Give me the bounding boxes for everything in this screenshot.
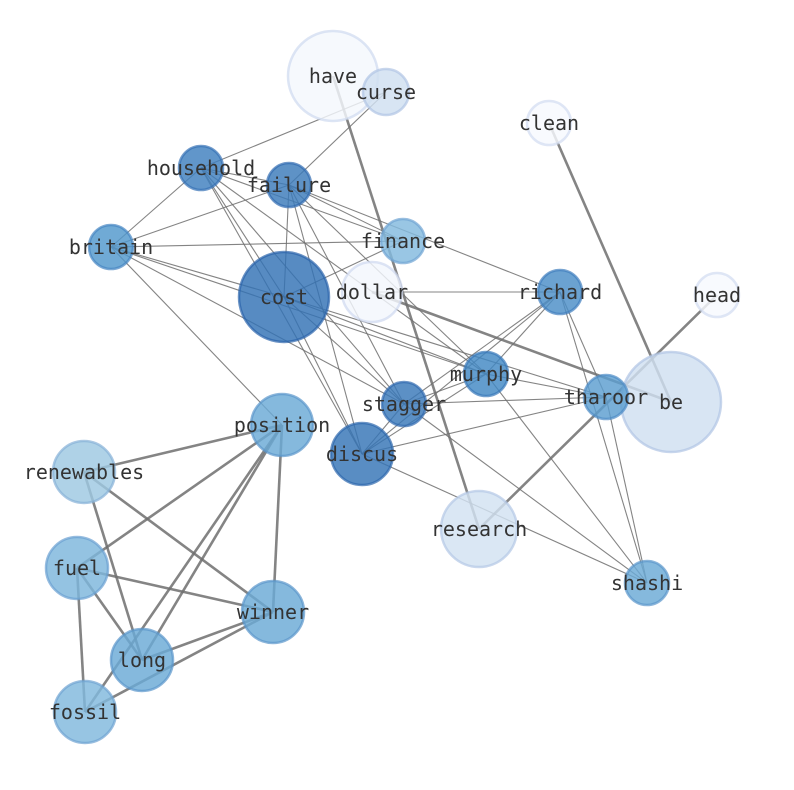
node-richard[interactable] xyxy=(536,268,584,316)
node-label-murphy: murphy xyxy=(450,362,522,386)
edge-failure-britain xyxy=(110,184,290,248)
edge-discus-tharoor xyxy=(361,396,607,455)
node-tharoor[interactable] xyxy=(582,373,630,421)
edge-strong-renewables-long xyxy=(82,471,144,661)
node-label-richard: richard xyxy=(518,280,602,304)
node-label-fossil: fossil xyxy=(49,700,121,724)
node-long[interactable] xyxy=(109,627,175,693)
node-label-shashi: shashi xyxy=(611,571,683,595)
node-winner[interactable] xyxy=(240,579,306,645)
node-fuel[interactable] xyxy=(44,535,110,601)
node-label-research: research xyxy=(431,517,527,541)
node-curse[interactable] xyxy=(361,67,411,117)
node-label-curse: curse xyxy=(356,80,416,104)
node-label-have: have xyxy=(309,64,357,88)
node-label-household: household xyxy=(147,156,255,180)
node-label-tharoor: tharoor xyxy=(564,385,648,409)
edge-britain-finance xyxy=(110,240,404,248)
node-label-fuel: fuel xyxy=(53,556,101,580)
node-head[interactable] xyxy=(693,271,741,319)
node-murphy[interactable] xyxy=(462,350,510,398)
node-label-dollar: dollar xyxy=(336,280,408,304)
node-label-position: position xyxy=(234,413,330,437)
node-label-renewables: renewables xyxy=(24,460,144,484)
node-clean[interactable] xyxy=(525,99,573,147)
node-label-be: be xyxy=(659,390,683,414)
node-dollar[interactable] xyxy=(340,260,404,324)
edge-richard-stagger xyxy=(403,291,561,405)
node-label-long: long xyxy=(118,648,166,672)
edge-strong-position-long xyxy=(140,424,284,661)
edge-strong-have-research xyxy=(331,75,481,530)
edge-tharoor-shashi xyxy=(605,396,648,584)
node-label-failure: failure xyxy=(247,173,331,197)
node-label-winner: winner xyxy=(237,600,309,624)
node-label-head: head xyxy=(693,283,741,307)
node-label-discus: discus xyxy=(326,442,398,466)
node-britain[interactable] xyxy=(87,223,135,271)
node-discus[interactable] xyxy=(329,421,395,487)
edge-household-murphy xyxy=(200,167,487,375)
edge-richard-shashi xyxy=(559,291,648,584)
node-renewables[interactable] xyxy=(51,439,117,505)
node-label-clean: clean xyxy=(519,111,579,135)
edge-stagger-shashi xyxy=(403,403,648,584)
edge-murphy-shashi xyxy=(485,373,648,584)
edge-strong-fuel-winner xyxy=(76,566,274,614)
node-household[interactable] xyxy=(177,144,225,192)
node-label-stagger: stagger xyxy=(362,392,446,416)
edge-strong-position-fuel xyxy=(76,423,283,570)
node-label-finance: finance xyxy=(361,229,445,253)
edge-strong-fossil-winner xyxy=(84,610,274,714)
edge-cost-tharoor xyxy=(283,296,607,398)
node-stagger[interactable] xyxy=(380,380,428,428)
node-finance[interactable] xyxy=(379,217,427,265)
node-shashi[interactable] xyxy=(623,559,671,607)
edge-strong-renewables-winner xyxy=(83,470,274,614)
edge-britain-position xyxy=(110,246,283,426)
edge-richard-discus xyxy=(361,291,561,455)
node-position[interactable] xyxy=(249,392,315,458)
node-fossil[interactable] xyxy=(52,679,118,745)
node-label-cost: cost xyxy=(260,285,308,309)
node-research[interactable] xyxy=(439,489,519,569)
node-label-britain: britain xyxy=(69,235,153,259)
node-failure[interactable] xyxy=(265,161,313,209)
node-cost[interactable] xyxy=(237,250,331,344)
edge-strong-position-renewables xyxy=(83,423,283,474)
edge-household-finance xyxy=(200,167,404,242)
